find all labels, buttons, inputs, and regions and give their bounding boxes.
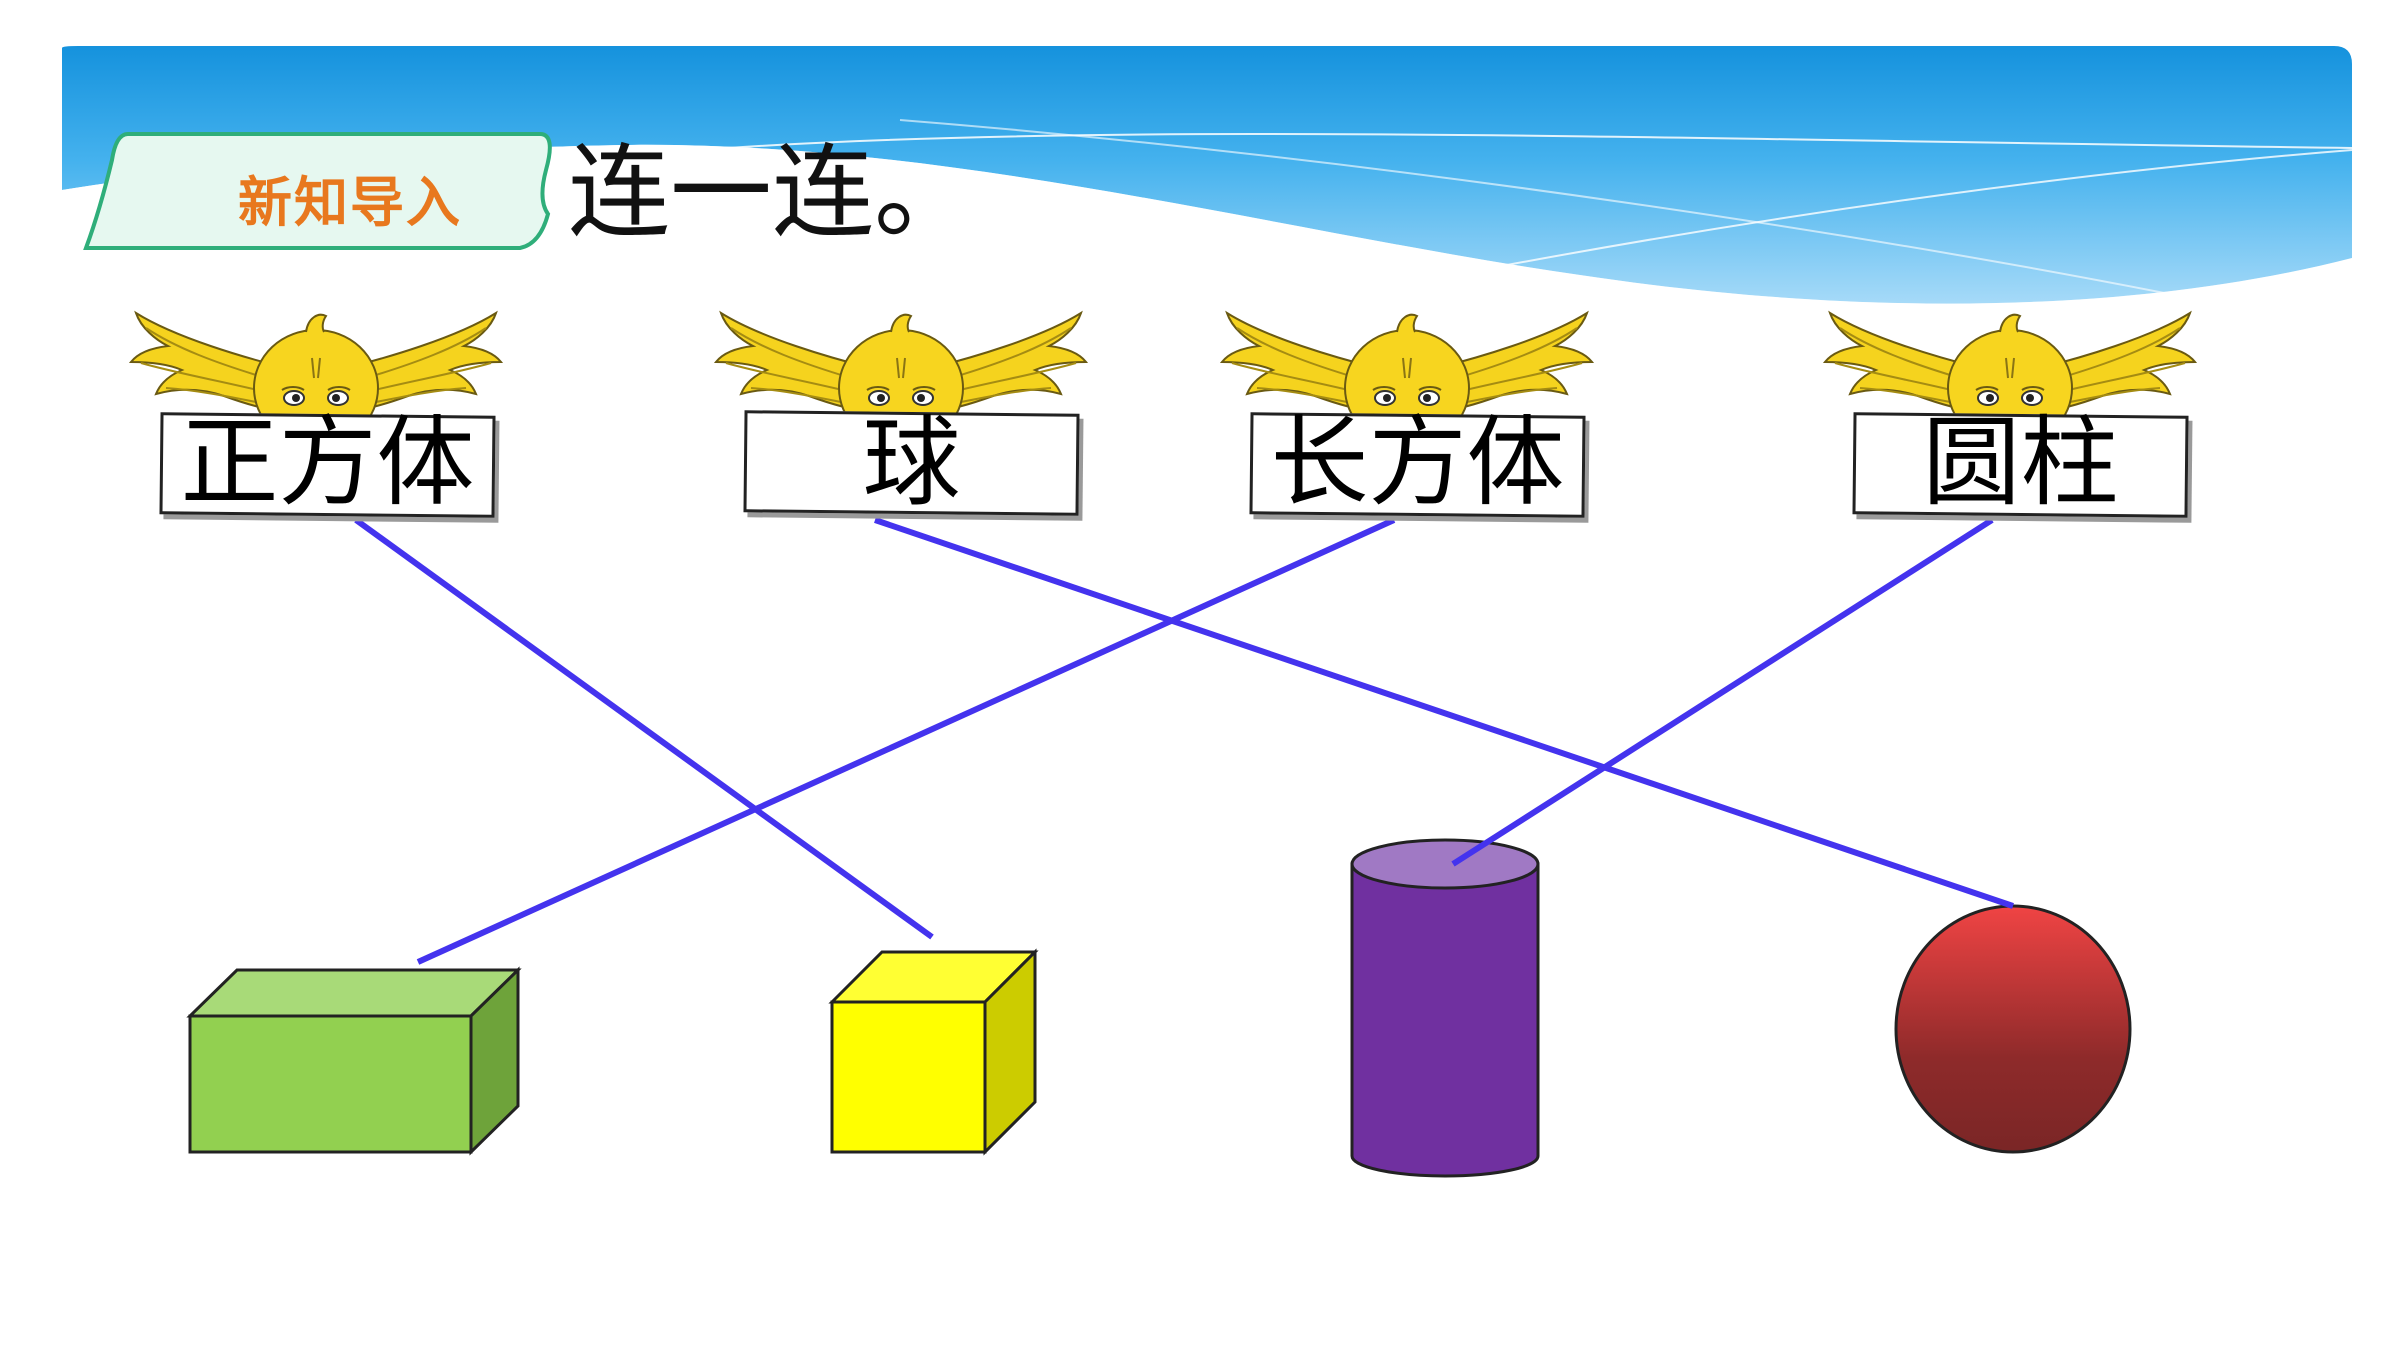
connection-line bbox=[874, 517, 2014, 909]
label-cube: 正方体 bbox=[180, 406, 475, 520]
section-tab bbox=[83, 132, 552, 250]
label-sphere: 球 bbox=[862, 406, 961, 520]
connection-line bbox=[416, 517, 1396, 965]
page-title: 连一连。 bbox=[568, 134, 976, 253]
cuboid-shape[interactable] bbox=[186, 966, 522, 1156]
cylinder-shape[interactable] bbox=[1350, 838, 1540, 1178]
cube-shape[interactable] bbox=[828, 948, 1039, 1156]
label-cylinder: 圆柱 bbox=[1922, 406, 2119, 520]
connection-lines bbox=[354, 517, 2014, 965]
label-cuboid: 长方体 bbox=[1270, 406, 1565, 520]
connection-line bbox=[1451, 517, 1994, 867]
connection-line bbox=[354, 517, 934, 940]
sphere-shape[interactable] bbox=[1894, 904, 2132, 1154]
header-banner bbox=[62, 46, 2353, 326]
section-tab-label: 新知导入 bbox=[238, 171, 462, 234]
